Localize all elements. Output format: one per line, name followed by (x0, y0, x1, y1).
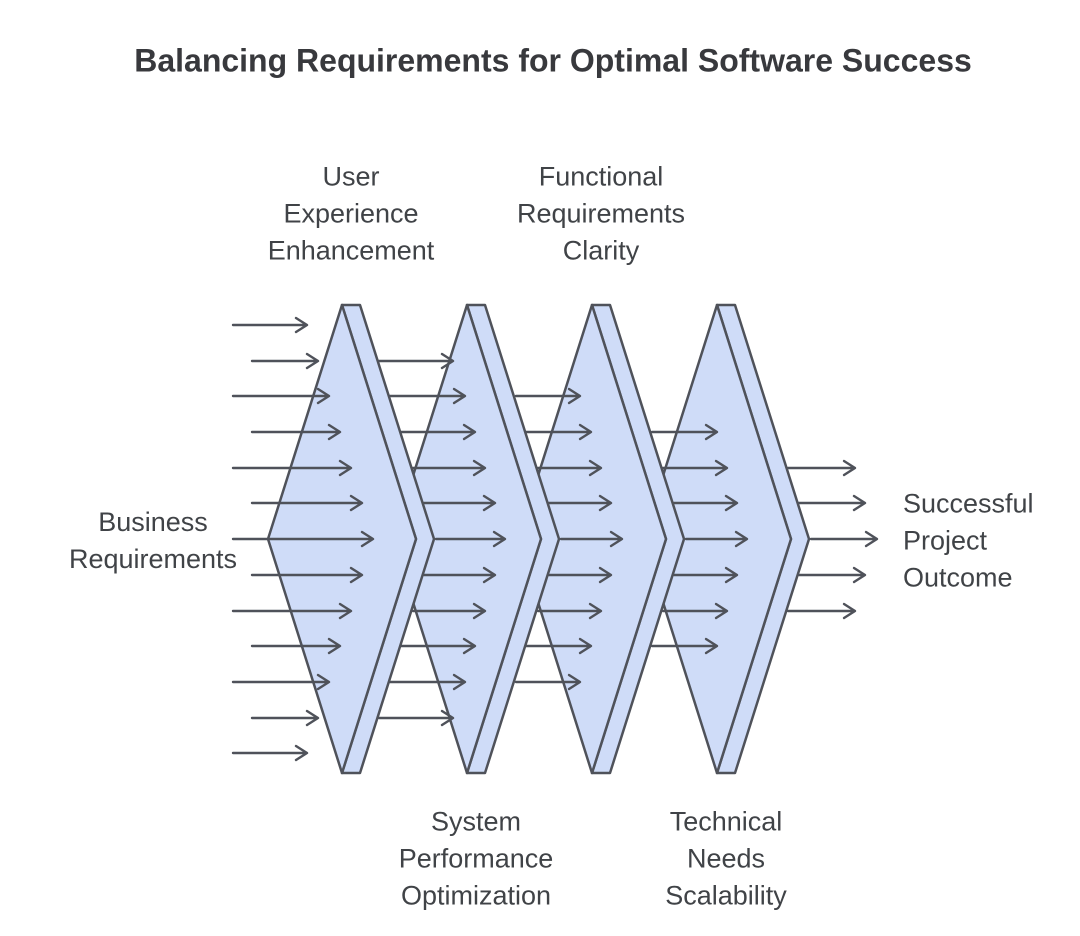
flow-arrow (231, 316, 309, 334)
flow-arrow (809, 530, 879, 548)
flow-arrow (684, 530, 749, 548)
flow-arrow (250, 566, 364, 584)
flow-arrow (388, 673, 467, 691)
flow-arrow (250, 709, 320, 727)
flow-arrow (672, 566, 739, 584)
arrows-after-filter-1 (377, 352, 507, 727)
diagram-title: Balancing Requirements for Optimal Softw… (134, 42, 972, 79)
label-filter-3-functional-requirements-clarity: Functional Requirements Clarity (516, 161, 686, 266)
flow-arrow (377, 352, 455, 370)
flow-arrow (411, 602, 487, 620)
arrows-after-filter-3 (650, 423, 749, 655)
flow-arrow (547, 494, 613, 512)
flow-arrow (399, 423, 477, 441)
flow-arrow (434, 530, 507, 548)
flow-arrow (536, 459, 603, 477)
flow-arrow (559, 530, 624, 548)
flow-arrow (231, 744, 309, 762)
flow-arrow (377, 709, 455, 727)
arrows-input (231, 316, 375, 762)
flow-arrow (250, 494, 364, 512)
flow-arrow (231, 530, 375, 548)
flow-arrow (250, 352, 320, 370)
flow-arrow (399, 637, 477, 655)
flow-arrow (231, 602, 353, 620)
flow-arrow (422, 494, 497, 512)
flow-arrow (536, 602, 603, 620)
flow-arrow (797, 566, 867, 584)
arrows-after-filter-2 (514, 387, 624, 691)
flow-arrow (661, 602, 729, 620)
flow-arrow (797, 494, 867, 512)
flow-arrow (786, 459, 857, 477)
flow-arrow (411, 459, 487, 477)
flow-arrow (650, 637, 719, 655)
flow-arrow (250, 423, 342, 441)
flow-arrow (524, 423, 593, 441)
flow-arrow (231, 673, 331, 691)
flow-arrow (786, 602, 857, 620)
label-filter-4-technical-needs-scalability: Technical Needs Scalability (665, 806, 787, 911)
flow-arrow (422, 566, 497, 584)
flow-arrow (524, 637, 593, 655)
arrows-output (786, 459, 879, 620)
flow-arrow (514, 673, 582, 691)
flow-arrow (514, 387, 582, 405)
flow-arrow (388, 387, 467, 405)
flow-arrow (672, 494, 739, 512)
flow-arrow (650, 423, 719, 441)
label-filter-2-system-performance-optimization: System Performance Optimization (398, 806, 554, 911)
label-filter-1-user-experience-enhancement: User Experience Enhancement (267, 161, 435, 266)
flow-arrow (231, 459, 353, 477)
label-input-business-requirements: Business Requirements (68, 507, 238, 574)
flow-arrow (231, 387, 331, 405)
flow-arrow (661, 459, 729, 477)
flow-arrow (250, 637, 342, 655)
label-output-successful-project-outcome: Successful Project Outcome (903, 488, 1034, 593)
flow-arrow (547, 566, 613, 584)
